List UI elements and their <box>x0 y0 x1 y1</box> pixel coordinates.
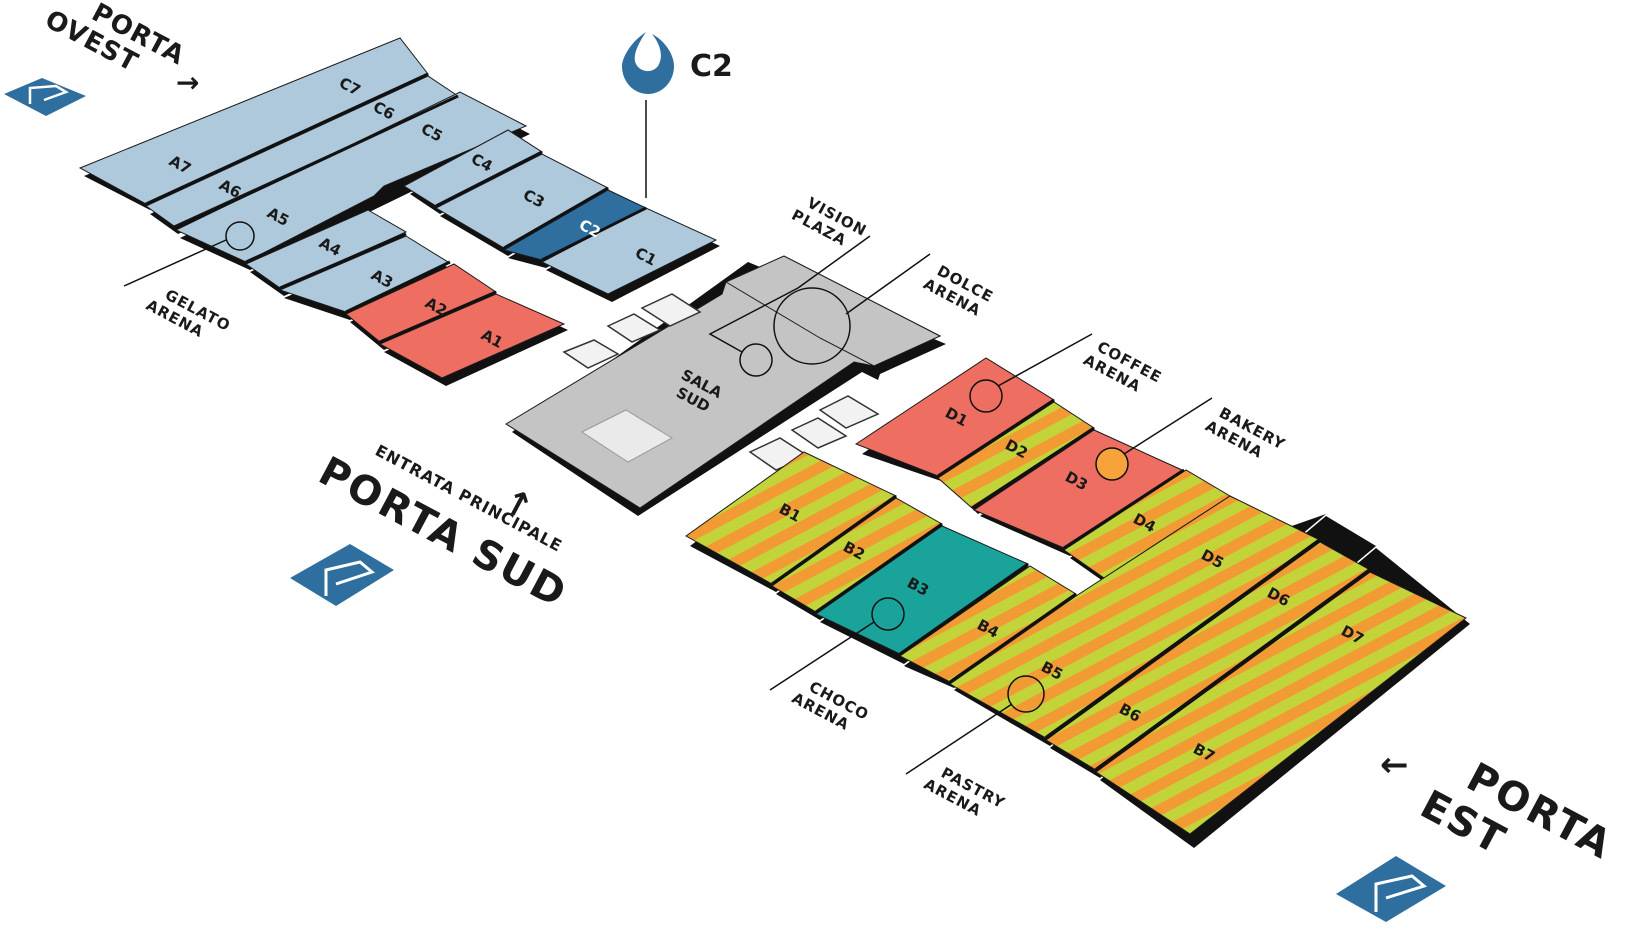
pastry-arena-label: PASTRY ARENA <box>921 759 1014 831</box>
legend-label: C2 <box>690 49 733 84</box>
walkway <box>562 339 620 369</box>
vision-plaza-label: VISION PLAZA <box>789 190 876 259</box>
hall-group-d: D1 D2 D3 D4 <box>854 333 1238 586</box>
hall-group-ac: C7 C6 C5 C4 C3 C2 C1 A7 A6 A5 A4 A3 A2 A… <box>78 37 720 386</box>
sala-sud-complex: SALA SUD <box>505 235 946 516</box>
gelato-arena-label: GELATO ARENA <box>143 280 239 354</box>
parking-icon[interactable] <box>290 544 394 606</box>
hall-a4[interactable] <box>244 209 408 289</box>
gate-ovest[interactable]: PORTA OVEST → <box>40 0 199 101</box>
gelato-arena-marker[interactable] <box>225 221 255 251</box>
choco-arena-label: CHOCO ARENA <box>789 673 878 743</box>
sala-sud-block <box>580 409 674 463</box>
parking-icon[interactable] <box>4 78 86 116</box>
hall-b5-d5[interactable] <box>949 495 1321 739</box>
walkway <box>818 395 880 429</box>
walkway <box>640 293 702 327</box>
legend-c2: C2 <box>622 32 733 198</box>
walkway <box>606 313 662 343</box>
coffee-arena-marker[interactable] <box>969 379 1003 413</box>
bakery-arena-marker[interactable] <box>1095 447 1129 481</box>
walkway <box>790 417 848 449</box>
coffee-arena-label: COFFEE ARENA <box>1080 335 1170 406</box>
dolce-arena-label: DOLCE ARENA <box>920 259 1002 325</box>
parking-icon[interactable] <box>1336 856 1446 922</box>
gate-est-label: PORTA EST <box>1413 741 1634 917</box>
hall-group-bd: B1 B2 B3 B4 B5 B6 B7 D5 D6 D7 <box>685 451 1470 848</box>
gate-ovest-arrow: → <box>176 66 199 99</box>
bakery-arena-label: BAKERY ARENA <box>1202 401 1294 473</box>
pastry-arena-marker[interactable] <box>1007 675 1045 713</box>
dolce-arena-marker[interactable] <box>773 287 851 365</box>
gate-ovest-label: PORTA OVEST <box>40 0 199 101</box>
water-drop-icon <box>622 32 674 94</box>
vision-plaza-marker[interactable] <box>739 343 773 377</box>
gate-est-arrow: ← <box>1380 745 1409 785</box>
hall-a1[interactable] <box>378 293 566 379</box>
choco-arena-marker[interactable] <box>871 597 905 631</box>
